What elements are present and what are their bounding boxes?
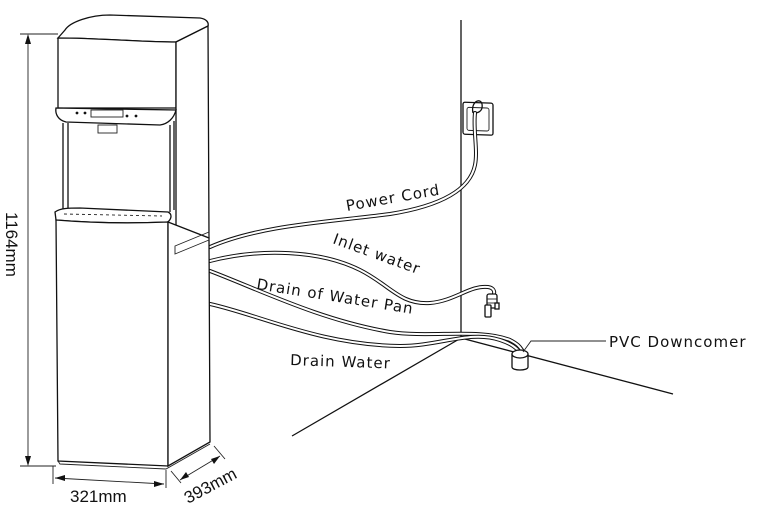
inlet-valve [484,293,500,318]
control-button-icon [83,111,87,115]
dispenser-lower-side [167,221,211,468]
pvc-downcomer [511,340,606,371]
height-dimension-label: 1164mm [2,212,21,277]
floor-left-line [291,337,462,437]
plug-icon [471,100,483,114]
dispenser-upper-front [57,37,177,109]
room-lines [291,20,674,437]
width-dimension-label: 321mm [70,487,127,506]
tubes [208,111,524,354]
depth-dimension-label: 393mm [181,464,240,506]
floor-right-line [460,337,674,395]
wall-socket [462,100,494,136]
water-dispenser [54,14,211,470]
control-button-icon [134,114,138,118]
width-dimension-line [54,477,165,485]
control-button-icon [125,114,129,118]
labels: Power Cord Inlet water Drain of Water Pa… [255,181,746,373]
dispenser-base [57,443,211,470]
inlet-water-label: Inlet water [331,230,423,278]
control-panel [55,107,177,126]
dispenser-lower-front [55,219,169,467]
pvc-downcomer-label: PVC Downcomer [609,333,746,351]
dispenser-side [175,24,210,256]
water-outlet [97,124,118,134]
display-panel [90,109,124,118]
power-cord-label: Power Cord [345,181,442,215]
power-cord-tube [208,111,478,249]
side-handle [174,231,210,255]
control-button-icon [75,111,79,115]
drain-water-label: Drain Water [290,351,391,373]
drain-of-water-pan-label: Drain of Water Pan [255,275,415,318]
pvc-downcomer-leader-line [522,340,606,353]
